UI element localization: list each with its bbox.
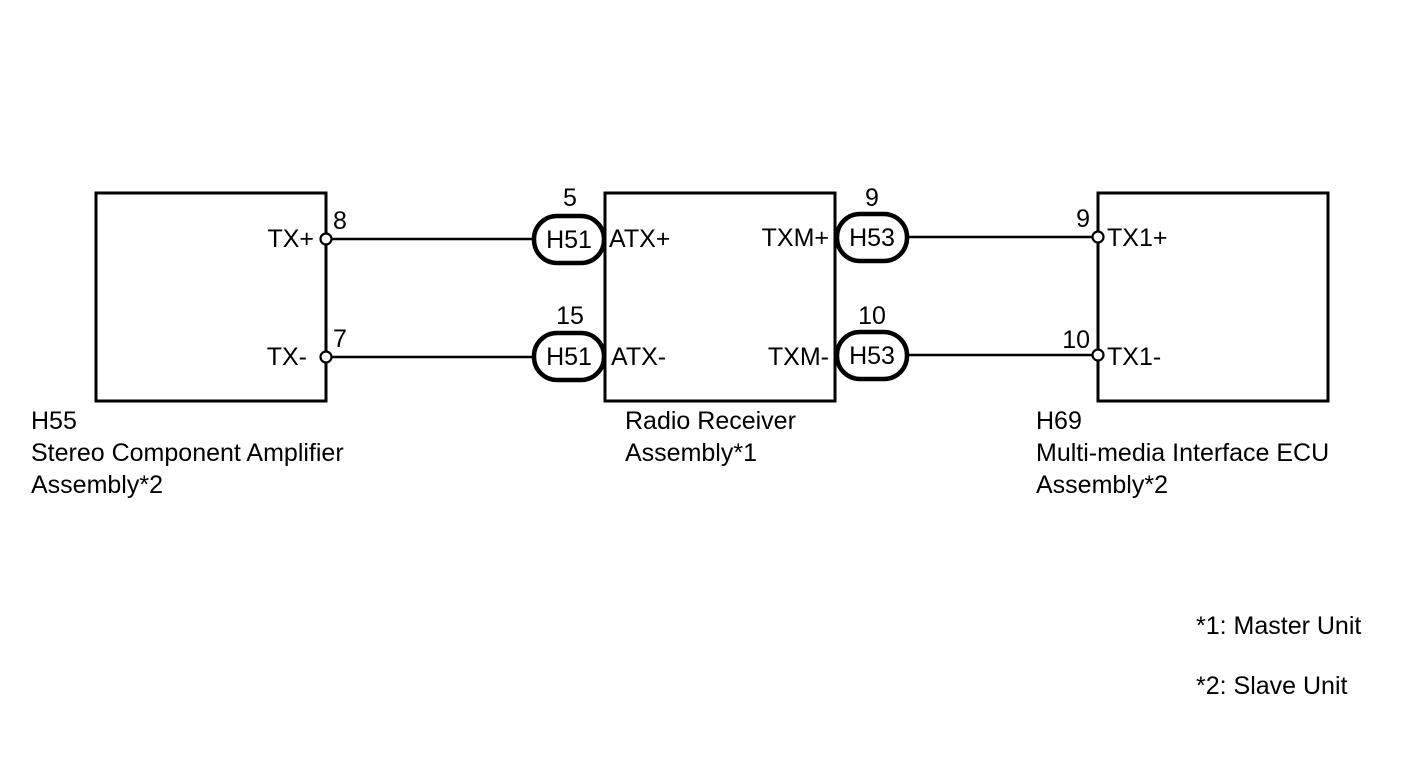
terminal-tx-minus: [319, 350, 333, 364]
connector-h51-lower: [531, 330, 607, 383]
right-component-code: H69: [1036, 407, 1082, 435]
pin-label-tx1-plus: TX1+: [1107, 224, 1167, 252]
pin-number-9-right: 9: [1076, 205, 1090, 233]
connector-h51-upper-label: H51: [546, 226, 592, 254]
connector-h51-upper: [531, 213, 607, 266]
radio-receiver-box: [603, 191, 837, 403]
left-component-name-line1: Stereo Component Amplifier: [31, 439, 344, 467]
connector-h53-upper-label: H53: [849, 224, 895, 252]
pin-label-tx-plus: TX+: [267, 225, 314, 253]
stereo-amplifier-box: [94, 191, 328, 403]
center-component-name-line2: Assembly*1: [625, 439, 757, 467]
terminal-tx1-minus: [1091, 348, 1105, 362]
pin-number-15: 15: [556, 302, 584, 330]
pin-label-atx-plus: ATX+: [609, 225, 670, 253]
right-component-name-line1: Multi-media Interface ECU: [1036, 439, 1330, 467]
left-component-name-line2: Assembly*2: [31, 471, 163, 499]
center-component-caption: Radio Receiver Assembly*1: [625, 405, 796, 469]
center-component-name-line1: Radio Receiver: [625, 407, 796, 435]
connector-h51-lower-label: H51: [546, 343, 592, 371]
note-master-unit: *1: Master Unit: [1196, 612, 1362, 640]
connector-h53-upper: [834, 211, 910, 264]
pin-label-tx1-minus: TX1-: [1107, 343, 1161, 371]
pin-number-9-center: 9: [865, 184, 879, 212]
pin-number-7: 7: [333, 325, 347, 353]
right-component-name-line2: Assembly*2: [1036, 471, 1168, 499]
connector-h53-lower: [834, 329, 910, 382]
pin-number-10-center: 10: [858, 302, 886, 330]
pin-number-8: 8: [333, 207, 347, 235]
pin-label-atx-minus: ATX-: [611, 343, 666, 371]
note-slave-unit: *2: Slave Unit: [1196, 672, 1348, 700]
terminal-tx1-plus: [1091, 230, 1105, 244]
pin-label-tx-minus: TX-: [267, 343, 307, 371]
pin-number-5: 5: [563, 184, 577, 212]
terminal-tx-plus: [319, 232, 333, 246]
multimedia-ecu-box: [1096, 191, 1330, 403]
pin-number-10-right: 10: [1062, 326, 1090, 354]
pin-label-txm-plus: TXM+: [762, 224, 829, 252]
pin-label-txm-minus: TXM-: [768, 343, 829, 371]
right-component-caption: H69 Multi-media Interface ECU Assembly*2: [1036, 405, 1329, 501]
left-component-caption: H55 Stereo Component Amplifier Assembly*…: [31, 405, 344, 501]
connector-h53-lower-label: H53: [849, 342, 895, 370]
left-component-code: H55: [31, 407, 77, 435]
